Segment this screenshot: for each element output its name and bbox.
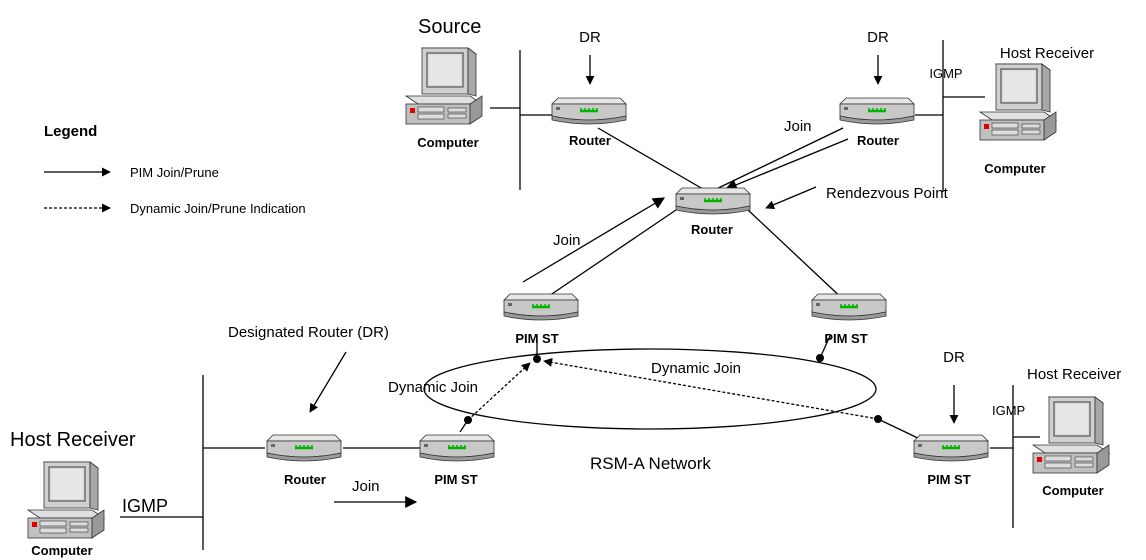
source-label: Source bbox=[418, 16, 481, 38]
rsm-a-network-label: RSM-A Network bbox=[590, 454, 711, 473]
bottom-left-router-label: Router bbox=[284, 472, 326, 487]
top-right-computer-label: Computer bbox=[984, 161, 1045, 176]
top-right-host-computer-icon bbox=[979, 63, 1057, 141]
rsm-a-network-ellipse bbox=[423, 348, 877, 430]
pim-st-right-label: PIM ST bbox=[824, 331, 867, 346]
legend-title: Legend bbox=[44, 123, 97, 140]
join-label-bottom-left: Join bbox=[352, 478, 380, 495]
legend-item-dynamic-join-prune: Dynamic Join/Prune Indication bbox=[130, 201, 306, 216]
junction-dot bbox=[816, 354, 824, 362]
pim-st-bottom-right-icon bbox=[912, 433, 990, 463]
links bbox=[120, 40, 1040, 550]
junction-dot bbox=[533, 355, 541, 363]
rendezvous-router-icon bbox=[674, 186, 752, 216]
legend: Legend PIM Join/Prune Dynamic Join/Prune… bbox=[44, 123, 306, 216]
pim-st-left-icon bbox=[502, 292, 580, 322]
join-arrow-left bbox=[522, 197, 666, 283]
bottom-right-computer-label: Computer bbox=[1042, 483, 1103, 498]
dynamic-join-arrow-right bbox=[543, 357, 879, 420]
pim-st-right-icon bbox=[810, 292, 888, 322]
pim-st-left-label: PIM ST bbox=[515, 331, 558, 346]
dr-label-source: DR bbox=[579, 29, 601, 46]
source-router-icon bbox=[550, 96, 628, 126]
join-label-top-right: Join bbox=[784, 118, 812, 135]
igmp-label-bottom-left: IGMP bbox=[122, 496, 168, 516]
arrows bbox=[309, 55, 959, 508]
bottom-left-host-computer-icon bbox=[27, 461, 105, 539]
dr-label-top-right: DR bbox=[867, 29, 889, 46]
legend-item-pim-join-prune: PIM Join/Prune bbox=[130, 165, 219, 180]
rendezvous-point-arrow bbox=[765, 186, 817, 210]
rendezvous-router-label: Router bbox=[691, 222, 733, 237]
join-arrow-top-right bbox=[724, 138, 849, 191]
rendezvous-point-label: Rendezvous Point bbox=[826, 185, 949, 202]
igmp-label-top-right: IGMP bbox=[929, 66, 962, 81]
dynamic-join-arrow-left bbox=[467, 362, 531, 421]
pim-st-bottom-icon bbox=[418, 433, 496, 463]
dr-label-bottom-right: DR bbox=[943, 349, 965, 366]
source-router-label: Router bbox=[569, 133, 611, 148]
host-receiver-label-bottom-left: Host Receiver bbox=[10, 429, 136, 451]
designated-router-label: Designated Router (DR) bbox=[228, 324, 389, 341]
host-receiver-label-top-right: Host Receiver bbox=[1000, 45, 1094, 62]
devices: Computer Router Router Computer Router P… bbox=[27, 47, 1110, 558]
top-right-router-icon bbox=[838, 96, 916, 126]
bottom-left-router-icon bbox=[265, 433, 343, 463]
dynamic-join-label-right: Dynamic Join bbox=[651, 360, 741, 377]
top-right-router-label: Router bbox=[857, 133, 899, 148]
bottom-right-host-computer-icon bbox=[1032, 396, 1110, 474]
source-computer-label: Computer bbox=[417, 135, 478, 150]
join-label-left: Join bbox=[553, 232, 581, 249]
igmp-label-bottom-right: IGMP bbox=[992, 403, 1025, 418]
dynamic-join-label-left: Dynamic Join bbox=[388, 379, 478, 396]
designated-router-arrow bbox=[309, 351, 347, 413]
pim-st-bottom-right-label: PIM ST bbox=[927, 472, 970, 487]
labels: Source DR DR Host Receiver IGMP Join Ren… bbox=[10, 16, 1121, 516]
bottom-left-computer-label: Computer bbox=[31, 543, 92, 558]
host-receiver-label-bottom-right: Host Receiver bbox=[1027, 366, 1121, 383]
source-computer-icon bbox=[405, 47, 483, 125]
pim-st-bottom-label: PIM ST bbox=[434, 472, 477, 487]
